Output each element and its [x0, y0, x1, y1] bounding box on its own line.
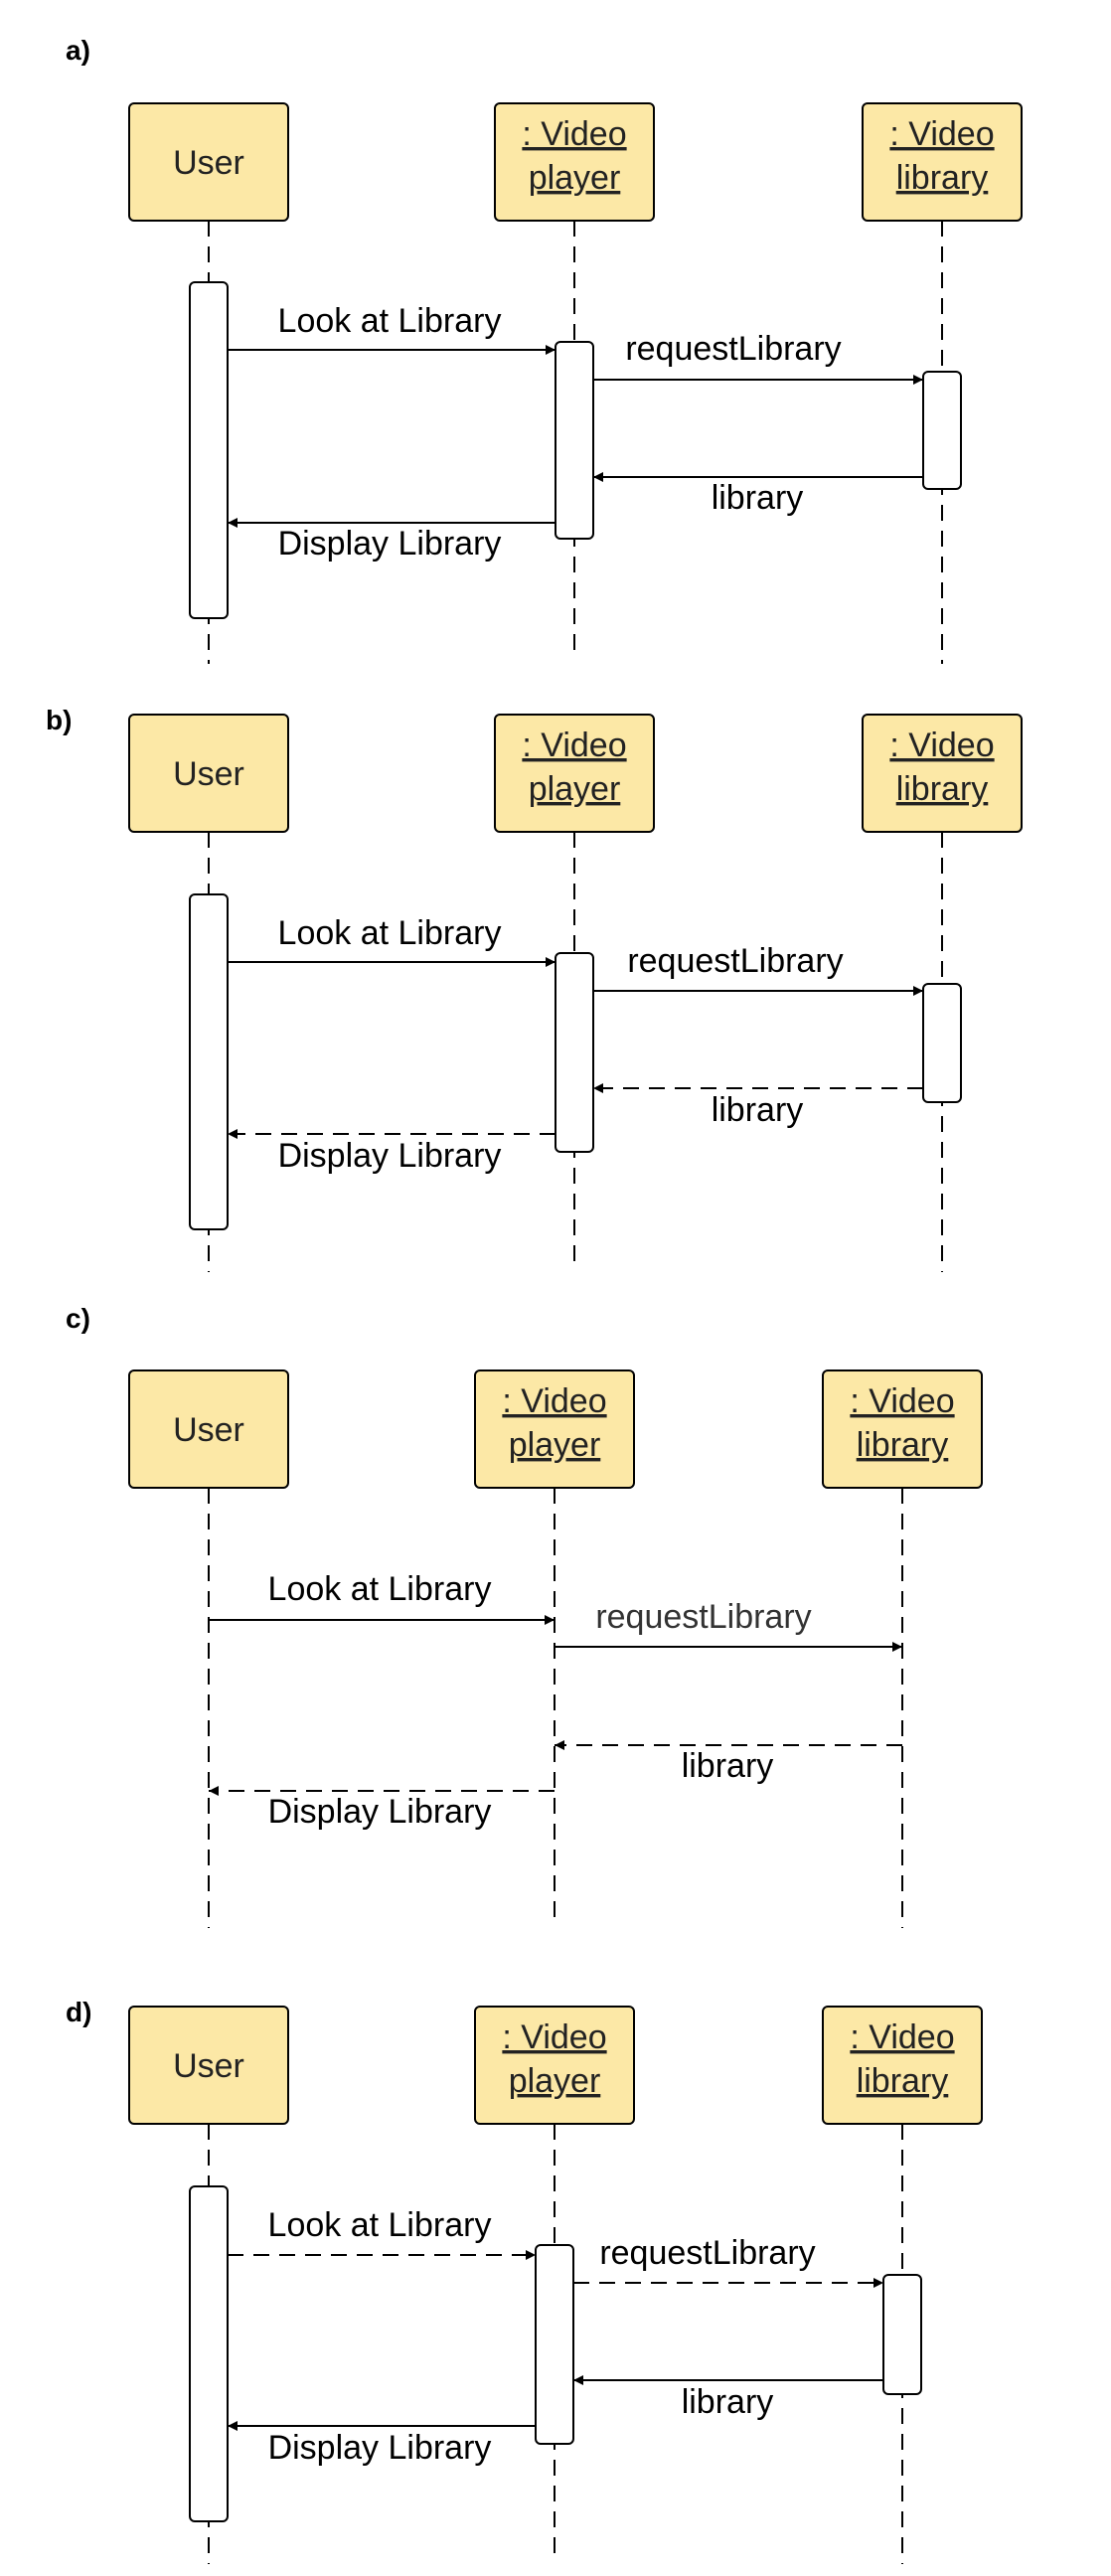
actor-label-video-player: : Video	[522, 115, 626, 153]
actor-label-video-player: player	[529, 159, 621, 197]
message-label: requestLibrary	[625, 330, 841, 368]
message-label: requestLibrary	[595, 1598, 811, 1636]
actor-label-video-player: : Video	[502, 1382, 606, 1420]
activation-bar-user	[189, 893, 229, 1230]
message-label: Look at Library	[278, 914, 502, 952]
activation-bar-video-player	[555, 952, 594, 1153]
actor-box-user	[128, 714, 289, 833]
panel-label: c)	[66, 1303, 90, 1334]
activation-bar-video-player	[535, 2244, 574, 2445]
activation-bar-video-library	[922, 371, 962, 490]
actor-box-video-player	[494, 714, 655, 833]
actor-label-video-library: : Video	[889, 726, 994, 764]
activation-bar-video-library	[922, 983, 962, 1103]
message-label: library	[682, 1747, 774, 1785]
actor-label-video-player: player	[529, 770, 621, 808]
actor-label-video-library: library	[896, 159, 989, 197]
message-label: Display Library	[278, 1137, 502, 1175]
actor-label-video-player: : Video	[502, 2018, 606, 2056]
actor-label-user: User	[173, 755, 244, 793]
actor-label-video-library: library	[857, 1426, 949, 1464]
actor-label-video-library: : Video	[850, 2018, 954, 2056]
actor-box-video-player	[494, 102, 655, 222]
panel-label: b)	[46, 705, 72, 735]
actor-label-video-player: : Video	[522, 726, 626, 764]
actor-box-user	[128, 1369, 289, 1489]
message-label: library	[682, 2383, 774, 2421]
message-label: Display Library	[278, 525, 502, 563]
actor-box-video-library	[862, 102, 1023, 222]
actor-box-video-library	[822, 1369, 983, 1489]
actor-box-video-library	[862, 714, 1023, 833]
actor-label-video-player: player	[509, 2062, 601, 2100]
actor-box-user	[128, 102, 289, 222]
message-label: requestLibrary	[627, 942, 843, 980]
panel-label: a)	[66, 35, 90, 66]
actor-box-video-player	[474, 2006, 635, 2125]
activation-bar-user	[189, 2185, 229, 2522]
message-label: Look at Library	[268, 2206, 492, 2244]
actor-label-video-player: player	[509, 1426, 601, 1464]
actor-box-video-library	[822, 2006, 983, 2125]
actor-box-user	[128, 2006, 289, 2125]
message-label: library	[712, 1091, 804, 1129]
message-label: Display Library	[268, 2429, 492, 2467]
actor-box-video-player	[474, 1369, 635, 1489]
message-label: requestLibrary	[599, 2234, 815, 2272]
activation-bar-video-library	[882, 2274, 922, 2395]
actor-label-video-library: : Video	[850, 1382, 954, 1420]
activation-bar-video-player	[555, 341, 594, 540]
actor-label-video-library: library	[896, 770, 989, 808]
message-label: Display Library	[268, 1793, 492, 1831]
message-label: Look at Library	[278, 302, 502, 340]
actor-label-user: User	[173, 1411, 244, 1449]
actor-label-user: User	[173, 144, 244, 182]
actor-label-video-library: library	[857, 2062, 949, 2100]
message-label: library	[712, 479, 804, 517]
panel-label: d)	[66, 1997, 91, 2027]
actor-label-video-library: : Video	[889, 115, 994, 153]
message-label: Look at Library	[268, 1570, 492, 1608]
actor-label-user: User	[173, 2047, 244, 2085]
activation-bar-user	[189, 281, 229, 619]
